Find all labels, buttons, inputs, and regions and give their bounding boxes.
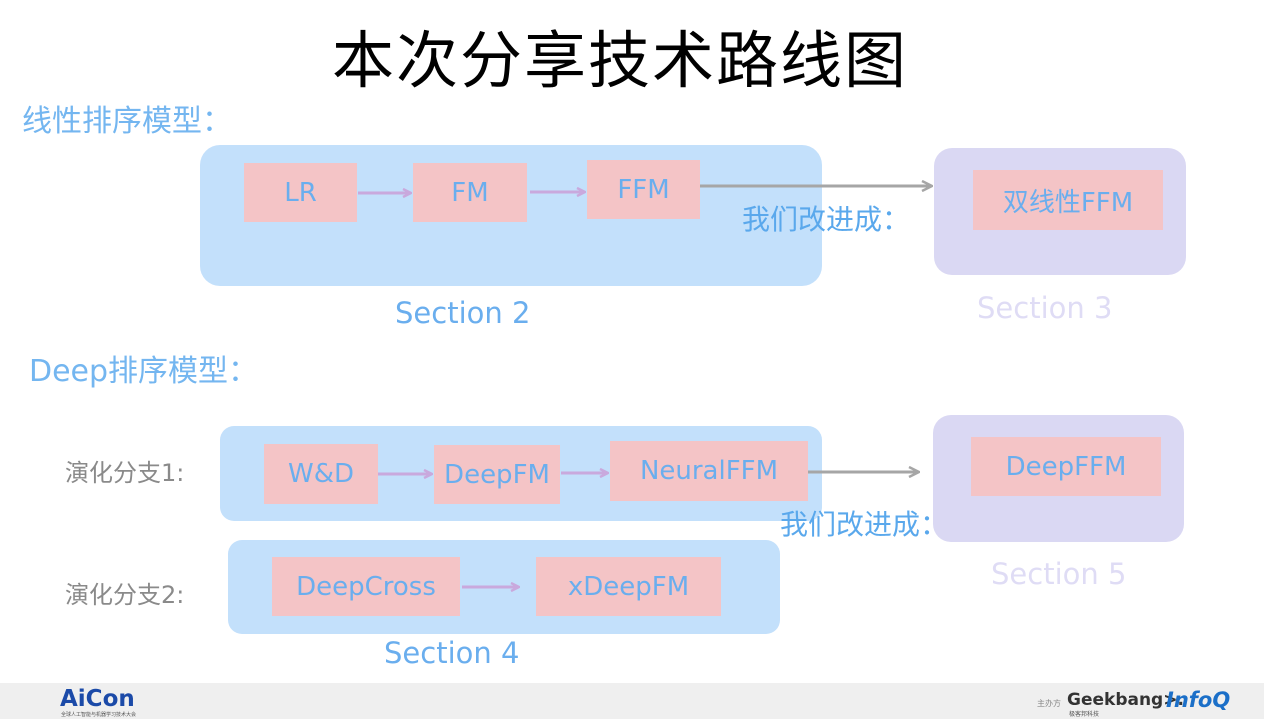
model-box-deepcross: DeepCross [272, 557, 460, 616]
infoq-logo: InfoQ [1166, 688, 1231, 712]
aicon-logo-subtitle: 全球人工智能与机器学习技术大会 [61, 712, 137, 718]
section-3-label: Section 3 [977, 291, 1113, 325]
improve-label-linear: 我们改进成： [742, 203, 911, 236]
deep-model-heading: Deep排序模型： [29, 354, 259, 389]
model-box-deepffm: DeepFFM [971, 437, 1161, 496]
model-box-xdeepfm: xDeepFM [536, 557, 721, 616]
linear-model-heading: 线性排序模型： [22, 104, 232, 139]
aicon-logo: AiCon [60, 686, 135, 712]
model-box-bilinear-ffm: 双线性FFM [973, 170, 1163, 230]
branch-2-label: 演化分支2: [65, 581, 185, 609]
slide-title: 本次分享技术路线图 [331, 24, 908, 97]
model-box-lr: LR [244, 163, 357, 222]
section-2-label: Section 2 [395, 296, 531, 330]
model-box-deepfm: DeepFM [434, 445, 560, 504]
improve-label-deep: 我们改进成： [780, 508, 949, 541]
section-4-label: Section 4 [384, 636, 520, 670]
geekbang-logo: Geekbang>. [1067, 690, 1184, 710]
geekbang-logo-subtitle: 极客邦科技 [1069, 711, 1100, 718]
model-box-wd: W&D [264, 444, 378, 504]
model-box-fm: FM [413, 163, 527, 222]
host-label: 主办方 [1037, 699, 1061, 708]
section-5-label: Section 5 [991, 557, 1127, 591]
footer-bar [0, 683, 1264, 719]
model-box-ffm: FFM [587, 160, 700, 219]
branch-1-label: 演化分支1: [65, 459, 185, 487]
model-box-neuralffm: NeuralFFM [610, 441, 808, 501]
